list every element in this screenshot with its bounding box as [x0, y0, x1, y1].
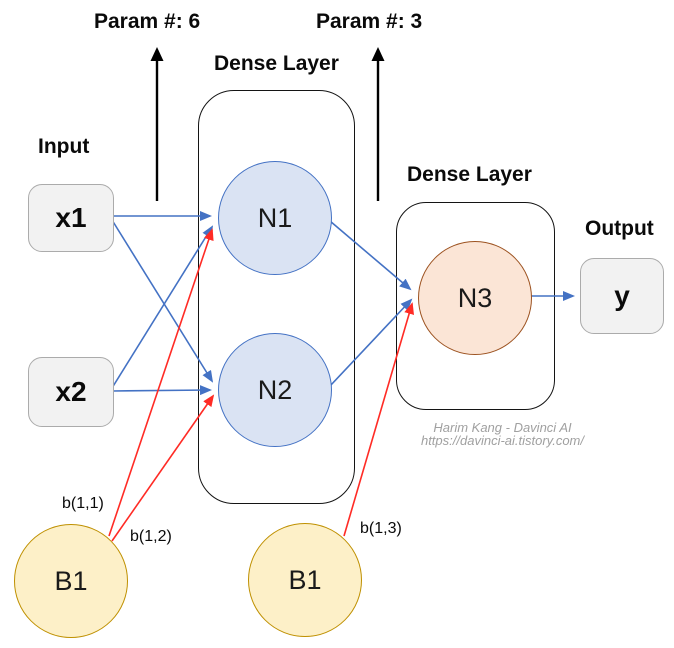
bias-weight-label-b12: b(1,2): [130, 528, 172, 545]
edge-x2-n1: [111, 225, 214, 389]
dense-layer-2-title: Dense Layer: [407, 163, 532, 186]
neuron-n1-label: N1: [257, 202, 293, 233]
neuron-n2: N2: [218, 333, 332, 447]
output-y-label: y: [614, 280, 630, 311]
neuron-n3: N3: [418, 241, 532, 355]
watermark: Harim Kang - Davinci AI https://davinci-…: [405, 420, 600, 448]
dense-layer-1-title: Dense Layer: [214, 52, 339, 75]
input-section-title: Input: [38, 135, 90, 158]
edge-x1-n2: [111, 219, 214, 383]
param-count-label-1: Param #: 6: [94, 10, 201, 33]
edge-n2-n3: [329, 298, 413, 387]
bias-b1-left-label: B1: [54, 565, 88, 596]
bias-b1-right-label: B1: [288, 564, 322, 595]
output-section-title: Output: [585, 217, 654, 240]
edge-b1-n1: [108, 228, 214, 537]
input-box-x1: x1: [28, 184, 114, 252]
edge-b1-n3: [343, 302, 414, 537]
bias-node-b1-right: B1: [248, 523, 362, 637]
bias-node-b1-left: B1: [14, 524, 128, 638]
neuron-n2-label: N2: [257, 374, 293, 405]
watermark-author: Harim Kang - Davinci AI: [433, 420, 572, 435]
edge-x2-n2: [111, 385, 212, 396]
edge-b1-n2: [111, 394, 215, 542]
neuron-n1: N1: [218, 161, 332, 275]
dense-layer-2-box: [396, 202, 555, 410]
output-box-y: y: [580, 258, 664, 334]
edge-n1-n3: [329, 220, 412, 291]
input-x1-label: x1: [55, 202, 87, 233]
watermark-url: https://davinci-ai.tistory.com/: [420, 432, 585, 448]
dense-layer-1-box: [198, 90, 355, 504]
bias-weight-label-b13: b(1,3): [360, 520, 402, 537]
input-x2-label: x2: [55, 376, 87, 407]
input-box-x2: x2: [28, 357, 114, 427]
bias-weight-label-b11: b(1,1): [62, 495, 104, 512]
neuron-n3-label: N3: [457, 282, 493, 313]
param-count-label-2: Param #: 3: [316, 10, 423, 33]
